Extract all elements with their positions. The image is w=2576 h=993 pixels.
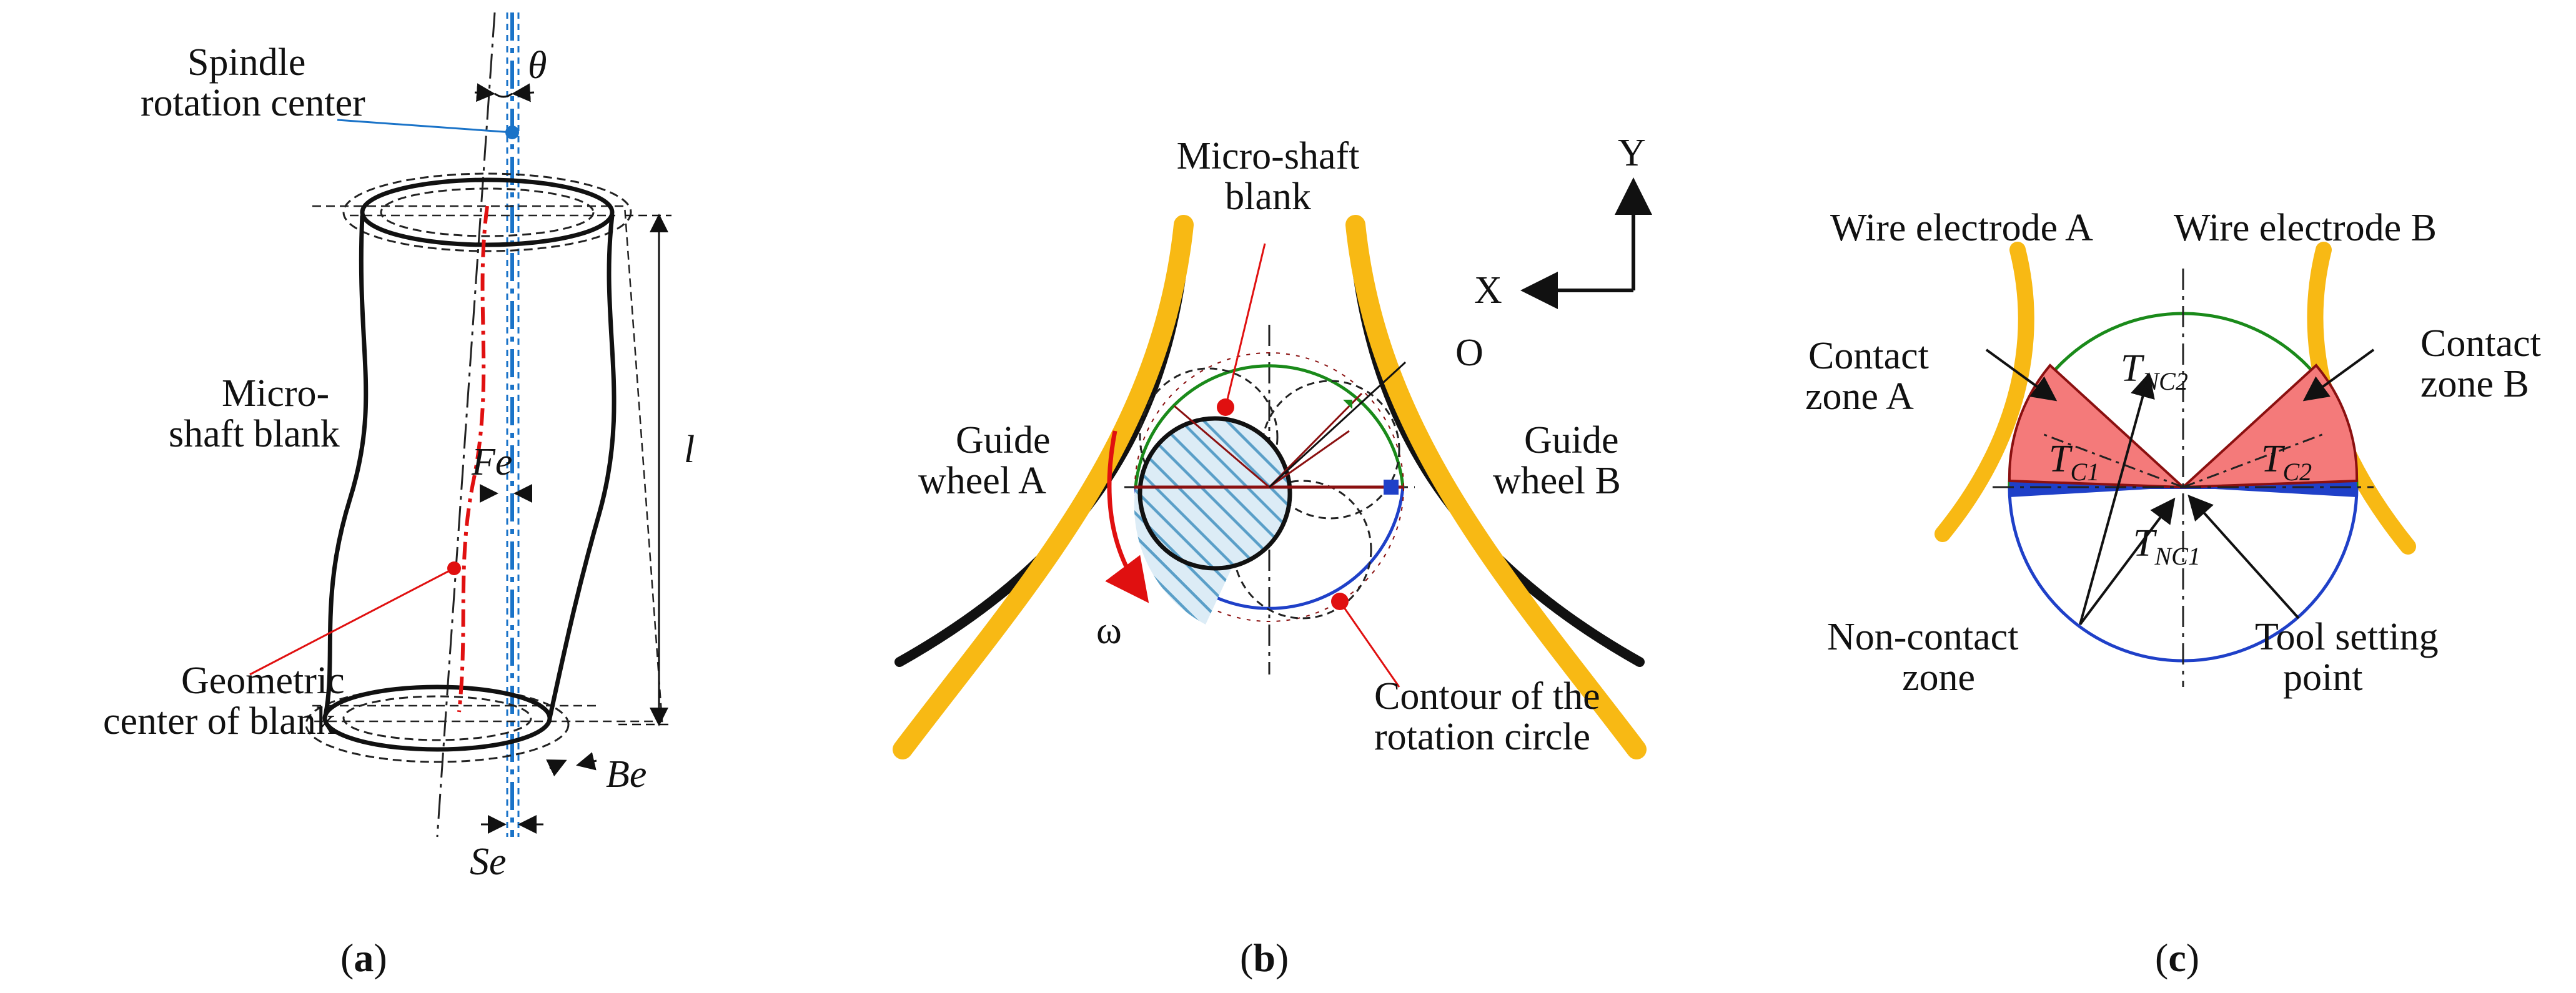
- guide-b-line1: Guide: [1524, 419, 1619, 462]
- rotation-circle-top-green: [1134, 364, 1405, 488]
- contour-leader: [1339, 601, 1400, 688]
- arrow-noncontact-down: [2079, 497, 2176, 626]
- arrow-tool-setting: [2187, 495, 2300, 620]
- theta-label: θ: [528, 44, 547, 87]
- top-ellipse-solid: [360, 177, 615, 247]
- t-nc2-label: TNC2: [2121, 347, 2188, 395]
- t-nc1-label: TNC1: [2133, 522, 2201, 570]
- geometric-center-leader: [249, 567, 455, 676]
- panel-b: Micro-shaft blank O Y X Guide wheel A Gu…: [893, 132, 1652, 980]
- spindle-center-leader: [337, 119, 513, 134]
- y-axis-label: Y: [1618, 132, 1646, 174]
- wire-b-label: Wire electrode B: [2174, 207, 2437, 249]
- blank-leader: [1224, 243, 1266, 408]
- top-ellipse-inner-dashed: [380, 187, 595, 237]
- micro-shaft-blank-circle: [1137, 416, 1292, 571]
- bottom-ellipse-inner-dashed: [342, 695, 532, 741]
- panel-a: Spindle rotation center θ Micro- shaft b…: [103, 12, 695, 980]
- arrow-contact-a: [1985, 348, 2058, 402]
- contact-b-line2: zone B: [2420, 363, 2529, 405]
- t-c1-label: TC1: [2049, 438, 2099, 486]
- omega-arrow: [1105, 430, 1149, 603]
- electrode-b: [1345, 215, 1647, 759]
- tool-line2: point: [2283, 656, 2362, 699]
- o-label: O: [1455, 332, 1484, 374]
- geometric-center-curve: [457, 205, 489, 713]
- contact-a-line1: Contact: [1808, 335, 1929, 377]
- orbit-circle-1: [1139, 367, 1279, 507]
- noncontact-line2: zone: [1902, 656, 1975, 699]
- tool-line1: Tool setting: [2255, 616, 2439, 658]
- blank-dashed-envelope: [312, 205, 663, 723]
- contact-b-line1: Contact: [2420, 322, 2541, 365]
- guide-a-line2: wheel A: [918, 460, 1046, 502]
- contact-a-line2: zone A: [1805, 375, 1914, 418]
- be-label: Be: [606, 753, 646, 796]
- wire-electrode-a: [1934, 242, 2034, 542]
- blank-axis-line: [436, 12, 496, 837]
- se-label: Se: [470, 841, 507, 883]
- b-blank-label-line1: Micro-shaft: [1177, 135, 1360, 177]
- t-c2-label: TC2: [2261, 438, 2312, 486]
- geo-label-line1: Geometric: [181, 660, 345, 702]
- top-ellipse-outer-dashed: [342, 172, 632, 252]
- panel-c: Wire electrode A Wire electrode B Contac…: [1805, 207, 2541, 980]
- fe-label: Fe: [471, 441, 512, 483]
- geo-label-line2: center of blank: [103, 700, 335, 743]
- electrode-a: [893, 215, 1194, 759]
- arrow-noncontact-up: [2079, 372, 2155, 625]
- blue-marker-right: [1384, 480, 1399, 495]
- contour-line2: rotation circle: [1374, 716, 1590, 758]
- guide-a-line1: Guide: [956, 419, 1051, 462]
- arrow-contact-b: [2302, 348, 2375, 402]
- omega-label: ω: [1096, 610, 1122, 652]
- theta-arc: [494, 92, 513, 98]
- l-label: l: [684, 428, 695, 471]
- blank-left-wavy-side: [322, 215, 369, 719]
- blank-label-line2: shaft blank: [169, 413, 340, 455]
- b-blank-label-line2: blank: [1225, 175, 1311, 218]
- blank-label-line1: Micro-: [222, 372, 329, 415]
- blank-right-wavy-side: [547, 215, 617, 719]
- spindle-label-line1: Spindle: [187, 41, 305, 84]
- x-axis-label: X: [1474, 269, 1502, 312]
- caption-c: (c): [2155, 936, 2199, 980]
- contour-line1: Contour of the: [1374, 675, 1600, 718]
- wire-a-label: Wire electrode A: [1830, 207, 2093, 249]
- noncontact-line1: Non-contact: [1827, 616, 2018, 658]
- guide-b-line2: wheel B: [1493, 460, 1621, 502]
- caption-a: (a): [340, 936, 387, 980]
- spindle-label-line2: rotation center: [141, 82, 365, 124]
- caption-b: (b): [1240, 936, 1289, 980]
